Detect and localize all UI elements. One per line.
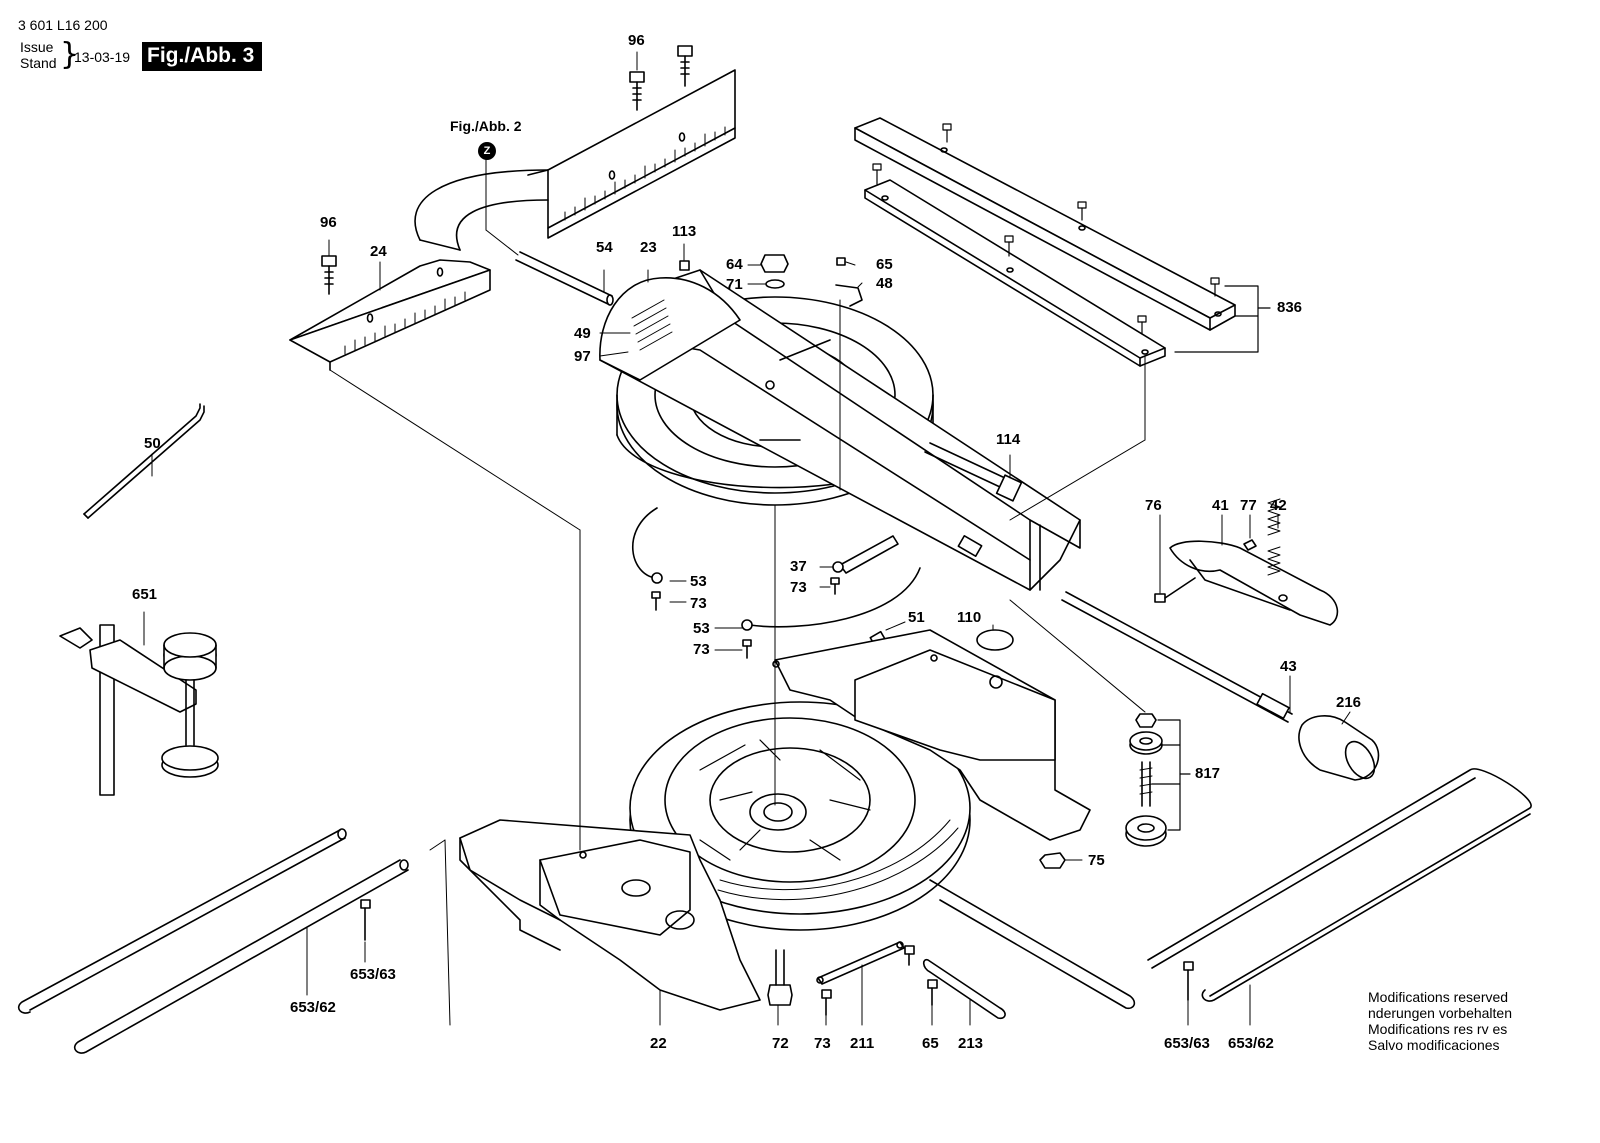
support-rod-left (17, 828, 409, 1054)
note-line: Modifications reserved (1368, 989, 1509, 1005)
stand-label: Stand (20, 55, 57, 71)
callout-76: 76 (1145, 497, 1162, 514)
fence-right (527, 69, 736, 239)
rail-836 (854, 117, 1236, 367)
callout-77: 77 (1240, 497, 1257, 514)
callout-24: 24 (370, 243, 387, 260)
figure-reference-label: Fig./Abb. 2 (450, 118, 522, 134)
callout-73: 73 (814, 1035, 831, 1052)
callout-653-63: 653/63 (1164, 1035, 1210, 1052)
lever-41 (1154, 498, 1339, 626)
callout-653-62: 653/62 (1228, 1035, 1274, 1052)
callout-216: 216 (1336, 694, 1362, 711)
callout-213: 213 (958, 1035, 984, 1052)
callout-41: 41 (1212, 497, 1229, 514)
callout-48: 48 (876, 275, 893, 292)
allen-key-50 (83, 403, 205, 519)
callout-50: 50 (144, 435, 161, 452)
callout-97: 97 (574, 348, 591, 365)
callout-22: 22 (650, 1035, 667, 1052)
callout-65: 65 (922, 1035, 939, 1052)
note-line: nderungen vorbehalten (1368, 1005, 1513, 1021)
callout-73: 73 (790, 579, 807, 596)
rail-836-screws (872, 123, 1220, 335)
callout-211: 211 (850, 1035, 875, 1052)
callout-65: 65 (876, 256, 893, 273)
fastener-set-817 (1125, 713, 1191, 847)
callout-114: 114 (996, 431, 1021, 448)
callout-651: 651 (132, 586, 158, 603)
callout-64: 64 (726, 256, 743, 273)
pin-54 (485, 159, 614, 306)
rod-43 (1061, 591, 1293, 723)
part-number: 3 601 L16 200 (18, 17, 108, 33)
knob-216 (1298, 711, 1380, 781)
callout-96: 96 (628, 32, 645, 49)
callout-37: 37 (790, 558, 807, 575)
callout-75: 75 (1088, 852, 1105, 869)
callout-71: 71 (726, 276, 743, 293)
modifications-note: Modifications reserved nderungen vorbeha… (1368, 989, 1512, 1053)
brace-glyph: } (60, 37, 80, 72)
support-rod-right (929, 768, 1532, 1026)
callout-653-62: 653/62 (290, 999, 336, 1016)
callout-113: 113 (672, 223, 697, 240)
callout-653-63: 653/63 (350, 966, 396, 983)
callout-23: 23 (640, 239, 657, 256)
callout-73: 73 (693, 641, 710, 658)
callout-73: 73 (690, 595, 707, 612)
callout-43: 43 (1280, 658, 1297, 675)
callout-53: 53 (690, 573, 707, 590)
callout-72: 72 (772, 1035, 789, 1052)
callout-53: 53 (693, 620, 710, 637)
issue-date: 13-03-19 (74, 49, 131, 65)
note-line: Salvo modificaciones (1368, 1037, 1500, 1053)
bottom-parts (767, 941, 1006, 1026)
callout-817: 817 (1195, 765, 1221, 782)
bolt-96-left (321, 255, 337, 295)
callout-49: 49 (574, 325, 591, 342)
fence-left (289, 259, 491, 371)
callout-836: 836 (1277, 299, 1303, 316)
callout-110: 110 (957, 609, 982, 626)
callout-51: 51 (908, 609, 925, 626)
note-line: Modifications res rv es (1368, 1021, 1508, 1037)
callout-96: 96 (320, 214, 337, 231)
figure-title: Fig./Abb. 3 (142, 42, 263, 71)
issue-label: Issue (20, 39, 54, 55)
base-22 (459, 629, 1091, 1011)
callout-42: 42 (1270, 497, 1287, 514)
callout-54: 54 (596, 239, 613, 256)
clamp-651 (59, 611, 219, 796)
reference-marker: Z (478, 142, 496, 160)
bolt-96-top (629, 45, 693, 111)
